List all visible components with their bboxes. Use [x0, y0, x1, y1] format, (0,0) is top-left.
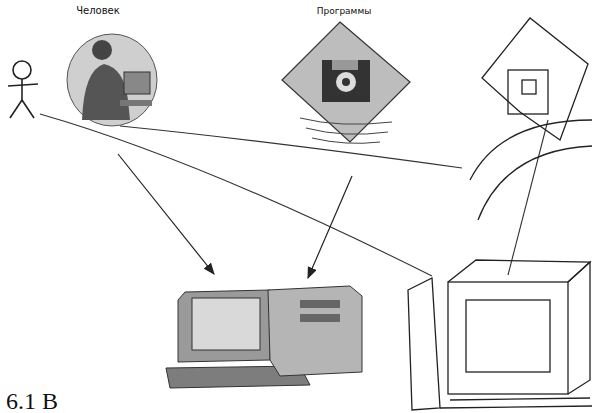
computer-picture — [166, 286, 362, 388]
computer-sketch — [408, 260, 592, 410]
figure-label: Человек — [76, 5, 120, 16]
arrow — [118, 154, 352, 278]
floppy-sketch — [470, 18, 592, 220]
stick-figure — [8, 61, 38, 118]
programs-picture — [282, 22, 410, 143]
figure-label: Программы — [317, 6, 372, 16]
sketch-line — [40, 114, 548, 276]
person-picture — [67, 34, 157, 126]
figure-caption: 6.1 В — [6, 388, 58, 413]
